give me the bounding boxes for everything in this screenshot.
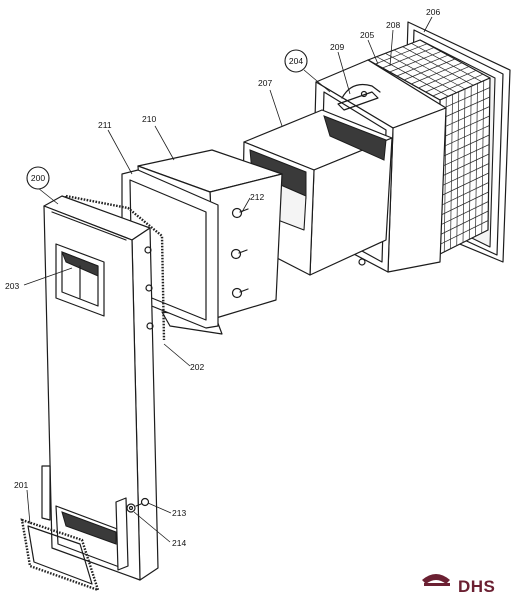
callout-labels: 200 201 202 203 204 205 206 207 208 209 … xyxy=(5,7,440,548)
callout-205: 205 xyxy=(360,30,374,40)
part-202-gasket xyxy=(64,194,166,341)
dhs-logo-mark xyxy=(422,574,450,584)
callout-200: 200 xyxy=(31,173,45,183)
leader-lines xyxy=(23,16,433,543)
callout-204: 204 xyxy=(289,56,303,66)
callout-208: 208 xyxy=(386,20,400,30)
callout-203: 203 xyxy=(5,281,19,291)
callout-210: 210 xyxy=(142,114,156,124)
callout-circle-204 xyxy=(284,49,308,73)
callout-202: 202 xyxy=(190,362,204,372)
part-214-washer xyxy=(126,503,136,513)
callout-211: 211 xyxy=(98,120,112,130)
part-200-main-column xyxy=(41,195,159,581)
part-201-bottom-gasket xyxy=(20,518,100,592)
callout-212: 212 xyxy=(250,192,264,202)
callout-206: 206 xyxy=(426,7,440,17)
part-209-handle xyxy=(341,83,381,99)
callout-207: 207 xyxy=(258,78,272,88)
callout-214: 214 xyxy=(172,538,186,548)
callout-circle-200 xyxy=(26,166,50,190)
callout-209: 209 xyxy=(330,42,344,52)
callout-213: 213 xyxy=(172,508,186,518)
dhs-logo-text: DHS xyxy=(458,577,495,596)
callout-201: 201 xyxy=(14,480,28,490)
part-212-studs xyxy=(230,207,249,299)
part-203-upper-opening xyxy=(55,243,105,317)
part-213-screw xyxy=(135,497,150,507)
dhs-logo: DHS xyxy=(422,574,495,596)
